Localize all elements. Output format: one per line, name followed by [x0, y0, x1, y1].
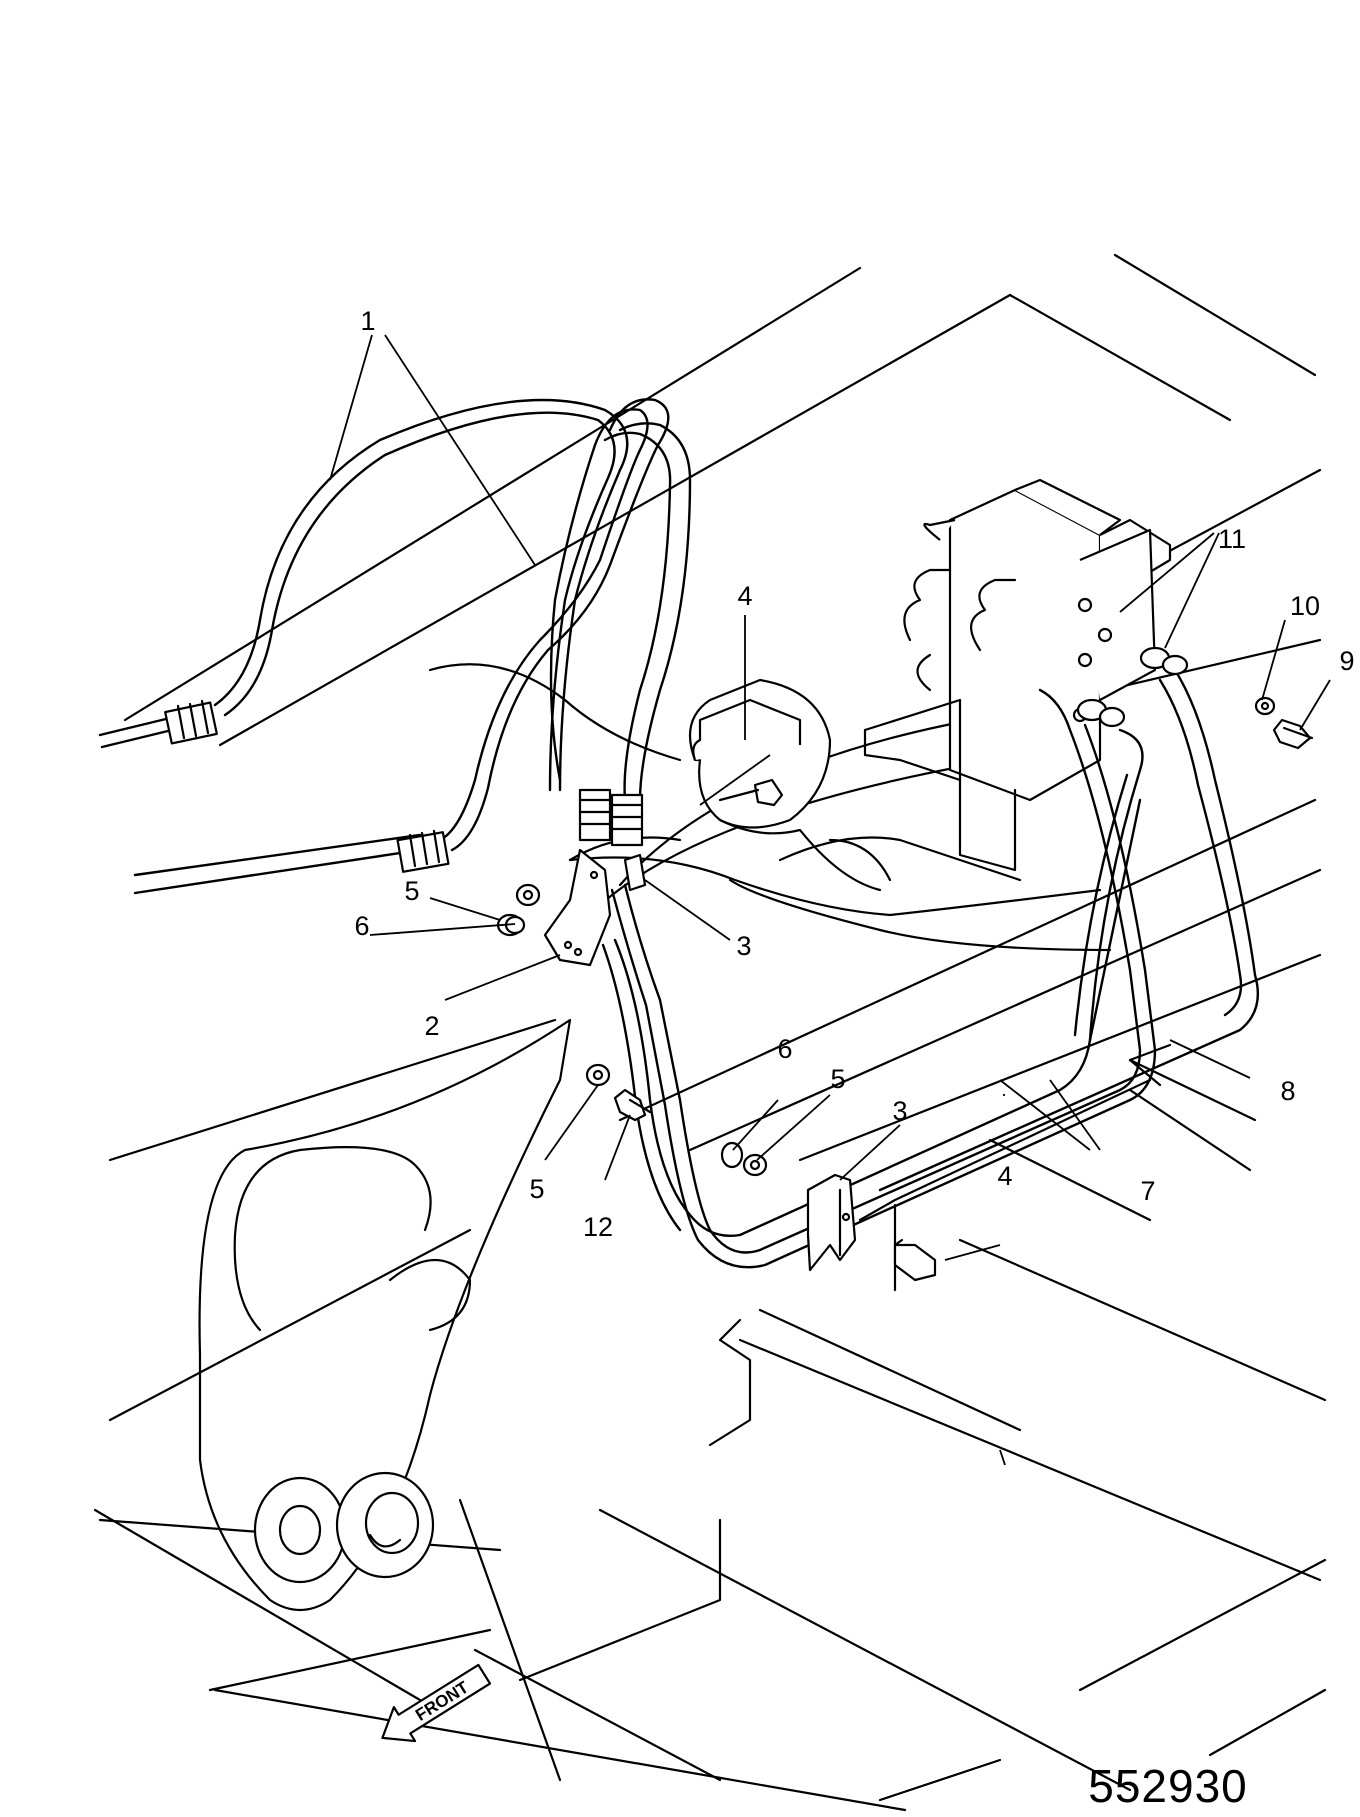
front-direction-arrow: FRONT — [381, 1663, 492, 1743]
bolt-12 — [613, 1088, 647, 1122]
callout-1: 1 — [360, 306, 375, 336]
callout-4-upper: 4 — [737, 581, 752, 611]
front-arrow-icon — [381, 1663, 492, 1743]
callout-3-upper: 3 — [736, 931, 751, 961]
callout-11: 11 — [1218, 524, 1246, 554]
bolt-4-lower — [893, 1243, 937, 1282]
figure-number: 552930 — [1088, 1760, 1248, 1812]
callout-5-lower: 5 — [830, 1064, 845, 1094]
callout-5-middle: 5 — [529, 1174, 544, 1204]
lift-arm-bracket — [198, 1018, 572, 1611]
callout-4-lower: 4 — [997, 1161, 1012, 1191]
breather-assembly — [688, 678, 892, 892]
callout-5-upper: 5 — [404, 876, 419, 906]
callout-labels: 1 2 3 3 4 4 5 5 5 6 6 7 8 9 10 11 12 — [354, 306, 1354, 1242]
tube-clamp-lower — [806, 1173, 857, 1272]
washer-5-lower — [742, 1153, 768, 1177]
callout-6-upper: 6 — [354, 911, 369, 941]
callout-8: 8 — [1280, 1076, 1295, 1106]
leader-lines — [329, 334, 1331, 1466]
washer-5-upper — [515, 883, 541, 907]
frame-structure — [93, 253, 1327, 1812]
callout-3-lower: 3 — [892, 1096, 907, 1126]
hardware — [496, 696, 1314, 1282]
pivot-boss — [253, 1476, 347, 1584]
hose-bracket — [543, 848, 647, 967]
washer-5-middle — [585, 1063, 611, 1087]
callout-7: 7 — [1140, 1176, 1155, 1206]
hose-assembly — [98, 398, 692, 895]
control-valve-block — [863, 478, 1172, 872]
bolt-4-upper — [753, 778, 784, 807]
callout-10: 10 — [1290, 591, 1320, 621]
callout-2: 2 — [424, 1011, 439, 1041]
bolt-9 — [1272, 718, 1312, 750]
callout-6-lower: 6 — [777, 1034, 792, 1064]
callout-12: 12 — [583, 1212, 613, 1242]
valve-fittings — [1076, 646, 1189, 728]
hose-fitting-center-a — [578, 788, 612, 842]
callout-9: 9 — [1339, 646, 1354, 676]
hose-fitting-center-b — [610, 793, 644, 847]
nut-6-lower — [720, 1141, 744, 1169]
washer-10 — [1254, 696, 1276, 716]
